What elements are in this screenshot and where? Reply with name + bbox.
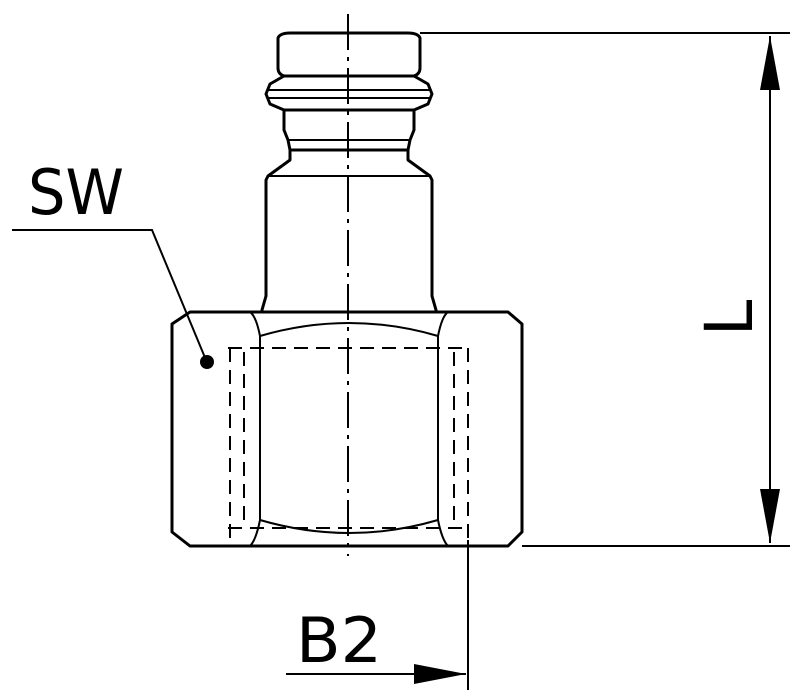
sw-label: SW	[28, 156, 124, 229]
sw-leader	[12, 229, 214, 369]
length-label: L	[691, 299, 768, 336]
length-dimension	[420, 32, 790, 547]
thread-dimension	[286, 540, 469, 690]
thread-label: B2	[296, 604, 382, 677]
